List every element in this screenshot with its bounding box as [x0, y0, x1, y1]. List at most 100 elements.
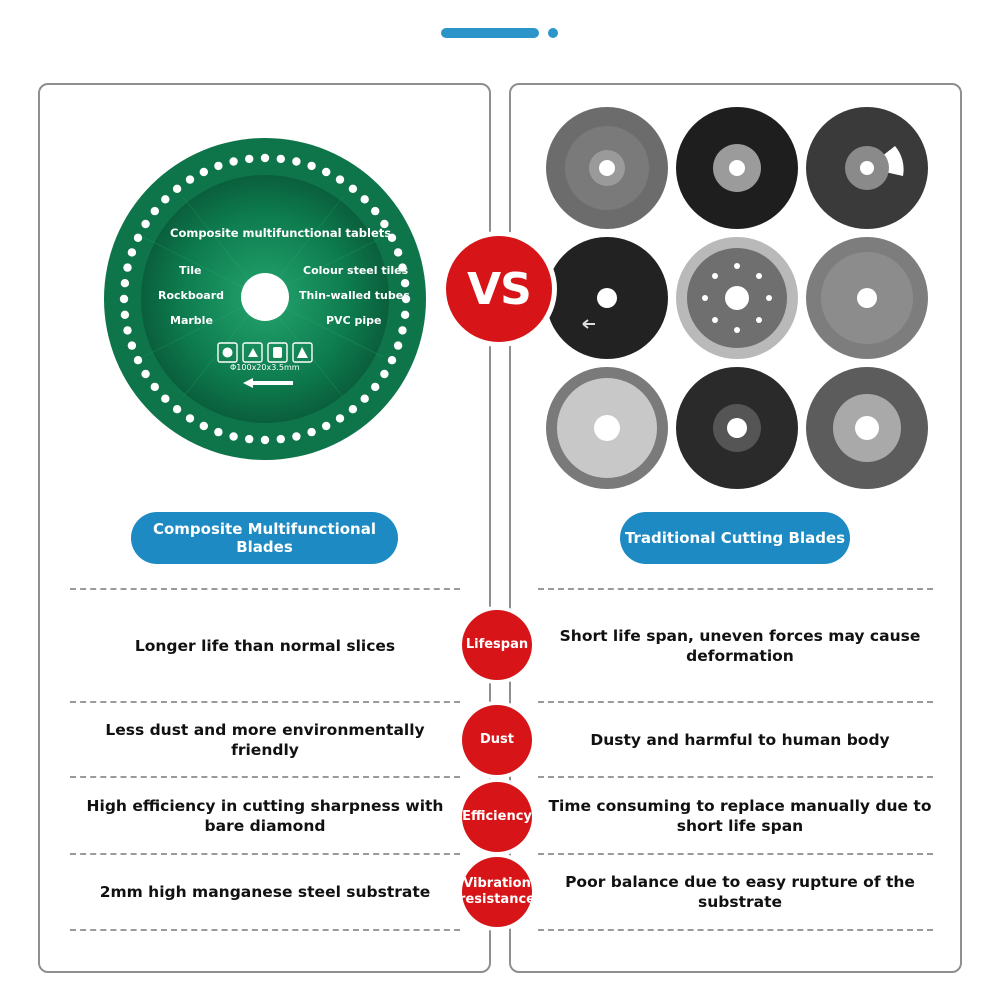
- blade-tooth-hole: [127, 248, 137, 257]
- row-dust-composite: Less dust and more environmentally frien…: [105, 720, 425, 759]
- blade-tooth-hole: [150, 206, 159, 216]
- blade-tooth-hole: [214, 161, 223, 171]
- blade-tooth-hole: [133, 233, 143, 242]
- blade-tooth-hole: [393, 341, 403, 350]
- material-label-rockboard: Rockboard: [158, 289, 225, 302]
- material-label-pvc: PVC pipe: [326, 314, 382, 327]
- row-lifespan-traditional: Short life span, uneven forces may cause…: [559, 626, 921, 665]
- blade-tooth-hole: [322, 167, 331, 177]
- carousel-indicator-dot[interactable]: [548, 28, 558, 38]
- vs-badge: VS: [446, 236, 552, 342]
- traditional-blades-image: [545, 106, 929, 490]
- blade-tooth-hole: [387, 233, 397, 242]
- blade-tooth-hole: [371, 382, 380, 392]
- row-lifespan-composite: Longer life than normal slices: [134, 636, 396, 655]
- blade-spec: Φ100x20x3.5mm: [230, 363, 300, 372]
- composite-blade-illustration: [104, 138, 426, 460]
- row-divider: [538, 853, 933, 855]
- blade-tooth-hole: [161, 394, 170, 403]
- category-vibration-resistance: Vibration resistance: [459, 857, 535, 927]
- blade-tooth-hole: [123, 263, 132, 272]
- blade-tooth-hole: [119, 294, 129, 304]
- blade-tooth-hole: [133, 356, 143, 365]
- blade-tooth-hole: [380, 219, 389, 229]
- row-divider: [538, 929, 933, 931]
- category-lifespan: Lifespan: [462, 610, 532, 680]
- blade-tooth-hole: [120, 310, 130, 319]
- blade-tooth-hole: [245, 434, 254, 444]
- blade-tooth-hole: [398, 326, 407, 335]
- disc-grey-abrasive: [545, 106, 669, 230]
- category-dust: Dust: [462, 705, 532, 775]
- blade-tooth-hole: [260, 435, 270, 445]
- blade-tooth-hole: [150, 382, 159, 392]
- disc-silver-diamond: [545, 366, 669, 490]
- blade-tooth-hole: [127, 341, 137, 350]
- row-vibration-composite: 2mm high manganese steel substrate: [99, 883, 431, 901]
- blade-tooth-hole: [335, 175, 345, 184]
- blade-tooth-hole: [141, 219, 150, 229]
- blade-tooth-hole: [400, 310, 410, 319]
- blade-tooth-hole: [199, 167, 208, 177]
- blade-tooth-hole: [276, 434, 285, 444]
- blade-tooth-hole: [348, 184, 358, 193]
- blade-tooth-hole: [393, 248, 403, 257]
- carousel-indicator-active[interactable]: [441, 28, 539, 38]
- blade-tooth-hole: [245, 154, 254, 164]
- composite-blade-image: Composite multifunctional tablets Tile R…: [103, 137, 427, 461]
- blade-tooth-hole: [307, 161, 316, 171]
- blade-title: Composite multifunctional tablets: [170, 226, 392, 240]
- row-divider: [70, 853, 460, 855]
- blade-tooth-hole: [401, 294, 411, 304]
- blade-tooth-hole: [161, 195, 170, 204]
- row-divider: [70, 701, 460, 703]
- blade-tooth-hole: [380, 369, 389, 379]
- blade-tooth-hole: [360, 195, 369, 204]
- blade-tooth-hole: [229, 432, 238, 441]
- blade-tooth-hole: [400, 279, 410, 288]
- blade-tooth-hole: [322, 421, 331, 431]
- blade-tooth-hole: [348, 405, 358, 414]
- row-divider: [70, 776, 460, 778]
- composite-blades-heading: Composite Multifunctional Blades: [131, 512, 398, 564]
- disc-fiber-mesh: [675, 366, 799, 490]
- blade-tooth-hole: [360, 394, 369, 403]
- blade-tooth-hole: [387, 356, 397, 365]
- blade-tooth-hole: [229, 157, 238, 166]
- blade-tooth-hole: [214, 427, 223, 437]
- material-label-steel: Colour steel tiles: [303, 264, 409, 277]
- blade-tooth-hole: [141, 369, 150, 379]
- disc-cup-wheel: [805, 366, 929, 490]
- row-divider: [70, 929, 460, 931]
- blade-tooth-hole: [185, 175, 195, 184]
- blade-tooth-hole: [276, 154, 285, 164]
- blade-tooth-hole: [172, 405, 182, 414]
- row-vibration-traditional: Poor balance due to easy rupture of the …: [565, 873, 915, 911]
- row-efficiency-composite: High efficiency in cutting sharpness wit…: [86, 796, 444, 835]
- disc-turbo-diamond: [675, 236, 799, 360]
- blade-tooth-hole: [398, 263, 407, 272]
- disc-black-labelled: [545, 236, 669, 360]
- row-divider: [538, 701, 933, 703]
- blade-tooth-hole: [199, 421, 208, 431]
- blade-tooth-hole: [335, 414, 345, 423]
- traditional-blades-heading: Traditional Cutting Blades: [620, 512, 850, 564]
- blade-tooth-hole: [371, 206, 380, 216]
- blade-tooth-hole: [185, 414, 195, 423]
- row-divider: [538, 588, 933, 590]
- blade-tooth-hole: [260, 153, 270, 163]
- disc-grey-steel: [805, 236, 929, 360]
- blade-tooth-hole: [292, 432, 301, 441]
- blade-tooth-hole: [292, 157, 301, 166]
- row-divider: [538, 776, 933, 778]
- row-dust-traditional: Dusty and harmful to human body: [590, 730, 890, 749]
- disc-dark-broken: [805, 106, 929, 230]
- blade-tooth-hole: [307, 427, 316, 437]
- blade-tooth-hole: [120, 279, 130, 288]
- material-label-marble: Marble: [170, 314, 213, 327]
- blade-tooth-hole: [172, 184, 182, 193]
- category-efficiency: Efficiency: [462, 782, 532, 852]
- blade-tooth-hole: [123, 326, 132, 335]
- row-divider: [70, 588, 460, 590]
- disc-black-resin: [675, 106, 799, 230]
